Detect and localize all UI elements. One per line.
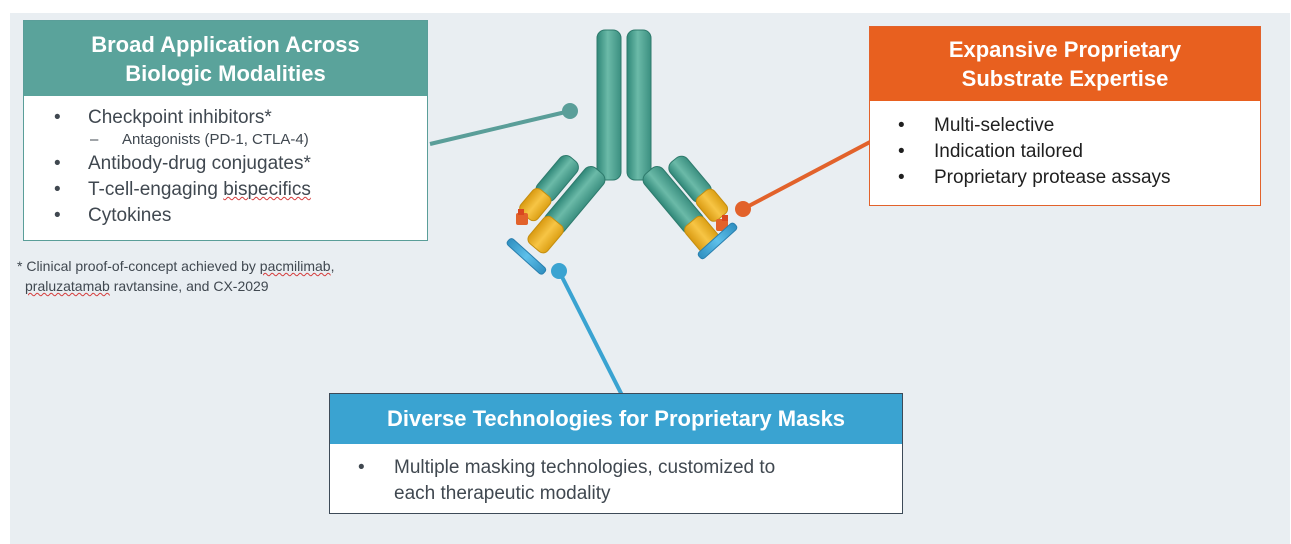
masks-panel-header: Diverse Technologies for Proprietary Mas… <box>330 394 902 444</box>
bullet-icon: • <box>898 115 905 136</box>
substrate-list: • Multi-selective • Indication tailored … <box>870 101 1260 191</box>
list-subitem: – Antagonists (PD-1, CTLA-4) <box>54 131 427 151</box>
list-item: • Antibody-drug conjugates* <box>54 151 427 177</box>
bullet-icon: • <box>898 167 905 188</box>
substrate-panel-header: Expansive Proprietary Substrate Expertis… <box>870 27 1260 101</box>
footnote-text: * Clinical proof-of-concept achieved by <box>17 258 260 274</box>
modalities-panel-header: Broad Application Across Biologic Modali… <box>24 21 427 96</box>
modalities-title-line2: Biologic Modalities <box>125 60 326 86</box>
footnote-text: ravtansine, and CX-2029 <box>109 278 269 294</box>
footnote-text: , <box>330 258 335 274</box>
masks-item-line2: each therapeutic modality <box>394 483 611 504</box>
list-item: • Proprietary protease assays <box>898 165 1260 191</box>
modalities-title-line1: Broad Application Across <box>91 31 360 57</box>
footnote: * Clinical proof-of-concept achieved by … <box>17 256 335 296</box>
list-item-text: Proprietary protease assays <box>934 167 1171 188</box>
left-connector-line <box>429 109 571 146</box>
list-item-text: Multi-selective <box>934 115 1055 136</box>
bottom-connector-line <box>557 270 629 406</box>
left-mask-icon <box>506 238 547 275</box>
bullet-icon: • <box>358 457 365 478</box>
list-item-text: Cytokines <box>88 205 172 226</box>
antibody-icon <box>519 29 729 254</box>
footnote-line2: praluzatamab ravtansine, and CX-2029 <box>17 276 335 296</box>
list-item: • T-cell-engaging bispecifics <box>54 177 427 203</box>
right-connector-line <box>742 140 871 211</box>
spellcheck-word: pacmilimab <box>259 258 331 274</box>
bullet-icon: • <box>54 179 61 200</box>
list-item-text: Antibody-drug conjugates* <box>88 153 311 174</box>
right-mask-icon <box>697 222 738 260</box>
masks-title: Diverse Technologies for Proprietary Mas… <box>386 406 846 431</box>
footnote-line1: * Clinical proof-of-concept achieved by … <box>17 256 335 276</box>
bullet-icon: • <box>54 107 61 128</box>
substrate-title-line2: Substrate Expertise <box>961 66 1169 91</box>
spellcheck-word: praluzatamab <box>25 278 110 294</box>
masks-item-line1: Multiple masking technologies, customize… <box>394 457 776 478</box>
substrate-title-line1: Expansive Proprietary <box>948 37 1182 62</box>
left-connector-dot <box>562 103 578 119</box>
right-substrate-icon <box>716 215 728 231</box>
list-item-text: Checkpoint inhibitors* <box>88 107 272 128</box>
dash-icon: – <box>90 131 99 148</box>
right-connector-dot <box>735 201 751 217</box>
left-substrate-icon <box>516 209 528 225</box>
list-item-text: T-cell-engaging <box>88 179 224 200</box>
list-item: • Indication tailored <box>898 139 1260 165</box>
masks-panel-body: • Multiple masking technologies, customi… <box>330 444 902 507</box>
list-item-text: Indication tailored <box>934 141 1083 162</box>
substrate-panel: Expansive Proprietary Substrate Expertis… <box>869 26 1261 206</box>
masks-panel: Diverse Technologies for Proprietary Mas… <box>329 393 903 514</box>
bullet-icon: • <box>898 141 905 162</box>
bullet-icon: • <box>54 153 61 174</box>
modalities-panel: Broad Application Across Biologic Modali… <box>23 20 428 241</box>
list-item: • Multi-selective <box>898 113 1260 139</box>
bullet-icon: • <box>54 205 61 226</box>
bottom-connector-dot <box>551 263 567 279</box>
list-subitem-text: Antagonists (PD-1, CTLA-4) <box>122 131 309 148</box>
modalities-list: • Checkpoint inhibitors* – Antagonists (… <box>24 96 427 229</box>
list-item: • Cytokines <box>54 203 427 229</box>
list-item: • Checkpoint inhibitors* <box>54 105 427 131</box>
spellcheck-word: bispecifics <box>223 179 311 200</box>
